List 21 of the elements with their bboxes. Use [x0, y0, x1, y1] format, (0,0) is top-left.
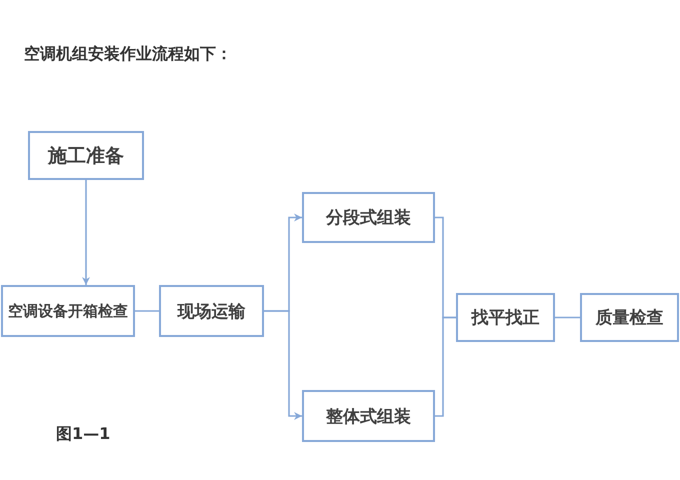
step-label: 质量检查: [596, 307, 664, 329]
connector-line: [435, 316, 456, 417]
figure-number: 图1—1: [56, 424, 110, 445]
heading: 空调机组安装作业流程如下：: [24, 44, 232, 65]
step-label: 空调设备开箱检查: [8, 302, 128, 320]
process-box: [456, 293, 555, 342]
process-box: [580, 293, 679, 342]
process-box: [1, 285, 135, 337]
step-label: 找平找正: [472, 307, 540, 329]
connector-line: [555, 316, 580, 318]
step-label: 整体式组装: [326, 406, 411, 428]
connector-line: [82, 180, 90, 285]
process-box: [28, 131, 144, 180]
step-label: 现场运输: [178, 300, 246, 322]
process-box: [159, 285, 264, 337]
step-label: 分段式组装: [326, 207, 411, 229]
process-box: [302, 390, 435, 442]
step-label: 施工准备: [48, 144, 124, 168]
process-box: [302, 192, 435, 243]
connector-line: [135, 310, 159, 312]
connector-line: [264, 310, 302, 420]
